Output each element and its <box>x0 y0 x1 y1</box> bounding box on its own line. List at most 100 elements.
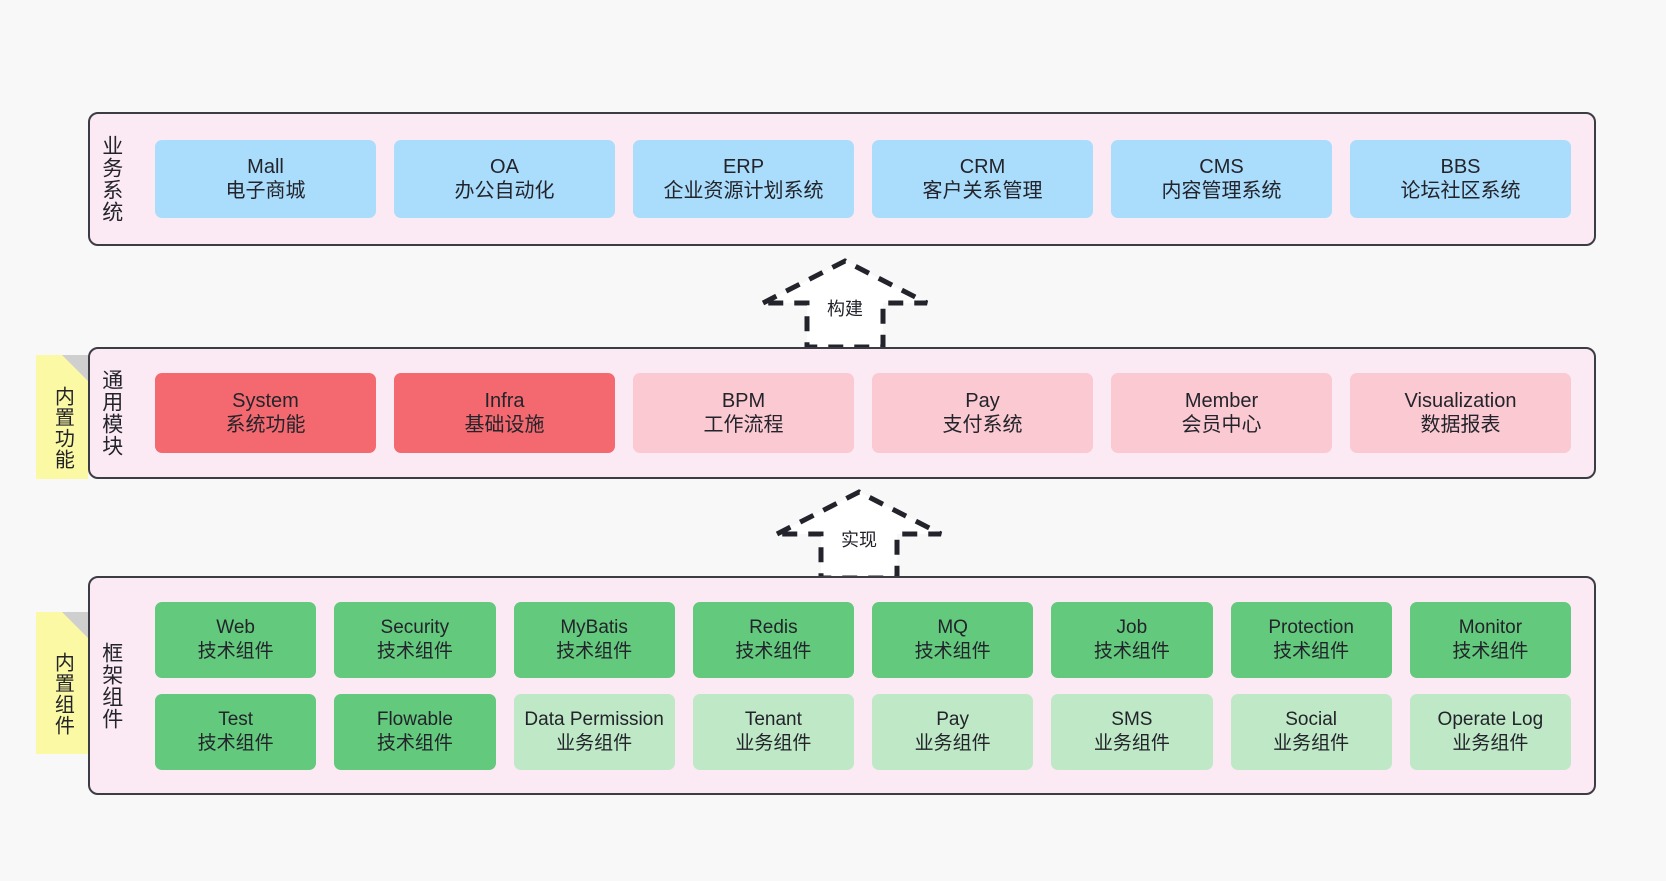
card-title-en: Mall <box>247 155 284 178</box>
card-title-cn: 技术组件 <box>1093 640 1170 662</box>
card-system[interactable]: System 系统功能 <box>155 373 376 453</box>
card-title-cn: 基础设施 <box>464 414 545 436</box>
card-cell: Infra 基础设施 <box>385 373 624 453</box>
card-title-cn: 业务组件 <box>1273 732 1350 754</box>
card-tenant[interactable]: Tenant 业务组件 <box>692 693 854 770</box>
card-row: System 系统功能 Infra 基础设施 BPM 工作流程 <box>146 373 1580 453</box>
layer-body-business: Mall 电子商城 OA 办公自动化 ERP 企业资源计划系统 <box>132 114 1594 244</box>
card-title-cn: 业务组件 <box>1093 732 1170 754</box>
card-title-cn: 论坛社区系统 <box>1400 180 1521 202</box>
card-protection[interactable]: Protection 技术组件 <box>1230 601 1392 678</box>
card-title-cn: 技术组件 <box>735 640 812 662</box>
layer-common-module[interactable]: 通用模块 System 系统功能 Infra 基础设施 <box>88 347 1596 479</box>
card-mall[interactable]: Mall 电子商城 <box>155 140 376 218</box>
card-cell: System 系统功能 <box>146 373 385 453</box>
card-cell: OA 办公自动化 <box>385 140 624 218</box>
arrow-build: 构建 <box>755 257 935 350</box>
card-cms[interactable]: CMS 内容管理系统 <box>1111 140 1332 218</box>
card-cell: Mall 电子商城 <box>146 140 385 218</box>
card-infra[interactable]: Infra 基础设施 <box>394 373 615 453</box>
card-redis[interactable]: Redis 技术组件 <box>692 601 854 678</box>
card-sms[interactable]: SMS 业务组件 <box>1051 693 1213 770</box>
card-title-en: Operate Log <box>1437 709 1544 731</box>
card-title-cn: 业务组件 <box>735 732 812 754</box>
card-title-en: Social <box>1285 709 1337 731</box>
card-cell: Redis 技术组件 <box>684 601 863 678</box>
card-pay[interactable]: Pay 支付系统 <box>872 373 1093 453</box>
card-cell: CRM 客户关系管理 <box>863 140 1102 218</box>
card-title-cn: 电子商城 <box>225 180 306 202</box>
card-flowable[interactable]: Flowable 技术组件 <box>334 693 496 770</box>
dashed-inheritance-arrow-icon <box>775 489 943 581</box>
card-test[interactable]: Test 技术组件 <box>155 693 317 770</box>
card-visualization[interactable]: Visualization 数据报表 <box>1350 373 1571 453</box>
card-title-cn: 系统功能 <box>225 414 306 436</box>
card-cell: Pay 支付系统 <box>863 373 1102 453</box>
card-pay-biz[interactable]: Pay 业务组件 <box>872 693 1034 770</box>
card-title-en: Pay <box>965 389 1000 412</box>
card-operate-log[interactable]: Operate Log 业务组件 <box>1409 693 1571 770</box>
card-bpm[interactable]: BPM 工作流程 <box>633 373 854 453</box>
card-cell: MyBatis 技术组件 <box>505 601 684 678</box>
card-title-en: ERP <box>722 155 765 178</box>
card-title-cn: 技术组件 <box>197 640 274 662</box>
card-row: Mall 电子商城 OA 办公自动化 ERP 企业资源计划系统 <box>146 140 1580 218</box>
card-title-cn: 数据报表 <box>1420 414 1501 436</box>
card-title-en: Protection <box>1268 617 1354 639</box>
layer-title-framework: 框架组件 <box>99 641 123 730</box>
card-cell: Job 技术组件 <box>1042 601 1221 678</box>
card-title-en: CRM <box>959 155 1006 178</box>
card-title-en: Tenant <box>744 709 802 731</box>
layer-business-system[interactable]: 业务系统 Mall 电子商城 OA 办公自动化 ERP <box>88 112 1596 246</box>
card-security[interactable]: Security 技术组件 <box>334 601 496 678</box>
note-label: 内置功能 <box>51 386 74 470</box>
card-data-permission[interactable]: Data Permission 业务组件 <box>513 693 675 770</box>
card-title-en: Pay <box>936 709 969 731</box>
card-title-cn: 业务组件 <box>556 732 633 754</box>
card-title-cn: 业务组件 <box>1452 732 1529 754</box>
dashed-inheritance-arrow-icon <box>761 258 929 350</box>
card-cell: Monitor 技术组件 <box>1401 601 1580 678</box>
card-title-cn: 会员中心 <box>1181 414 1262 436</box>
note-fold-corner-icon <box>62 612 88 638</box>
card-monitor[interactable]: Monitor 技术组件 <box>1409 601 1571 678</box>
card-web[interactable]: Web 技术组件 <box>155 601 317 678</box>
card-title-cn: 技术组件 <box>376 640 453 662</box>
layer-framework-component[interactable]: 框架组件 Web 技术组件 Security 技术组件 <box>88 576 1596 795</box>
card-title-en: Member <box>1184 389 1259 412</box>
card-bbs[interactable]: BBS 论坛社区系统 <box>1350 140 1571 218</box>
card-crm[interactable]: CRM 客户关系管理 <box>872 140 1093 218</box>
card-erp[interactable]: ERP 企业资源计划系统 <box>633 140 854 218</box>
card-cell: Member 会员中心 <box>1102 373 1341 453</box>
card-title-en: MyBatis <box>560 617 628 639</box>
card-title-en: SMS <box>1111 709 1153 731</box>
card-cell: ERP 企业资源计划系统 <box>624 140 863 218</box>
card-title-en: Web <box>216 617 255 639</box>
card-mq[interactable]: MQ 技术组件 <box>872 601 1034 678</box>
card-cell: Social 业务组件 <box>1222 693 1401 770</box>
card-title-cn: 办公自动化 <box>454 180 555 202</box>
note-label: 内置组件 <box>51 652 74 736</box>
card-title-en: OA <box>490 155 519 178</box>
card-title-en: System <box>232 389 299 412</box>
card-oa[interactable]: OA 办公自动化 <box>394 140 615 218</box>
card-mybatis[interactable]: MyBatis 技术组件 <box>513 601 675 678</box>
layer-title-business: 业务系统 <box>99 135 123 223</box>
note-builtin-feature: 内置功能 <box>36 355 88 479</box>
card-row: Web 技术组件 Security 技术组件 MyBatis 技术组件 <box>146 601 1580 678</box>
card-member[interactable]: Member 会员中心 <box>1111 373 1332 453</box>
note-builtin-component: 内置组件 <box>36 612 88 754</box>
card-cell: SMS 业务组件 <box>1042 693 1221 770</box>
card-social[interactable]: Social 业务组件 <box>1230 693 1392 770</box>
card-cell: Protection 技术组件 <box>1222 601 1401 678</box>
card-cell: Visualization 数据报表 <box>1341 373 1580 453</box>
arrow-label-build: 构建 <box>827 299 863 319</box>
card-cell: Operate Log 业务组件 <box>1401 693 1580 770</box>
card-job[interactable]: Job 技术组件 <box>1051 601 1213 678</box>
card-title-cn: 企业资源计划系统 <box>663 180 824 202</box>
card-title-cn: 工作流程 <box>703 414 784 436</box>
card-title-cn: 支付系统 <box>942 414 1023 436</box>
card-title-en: Data Permission <box>524 709 664 731</box>
card-cell: Data Permission 业务组件 <box>505 693 684 770</box>
